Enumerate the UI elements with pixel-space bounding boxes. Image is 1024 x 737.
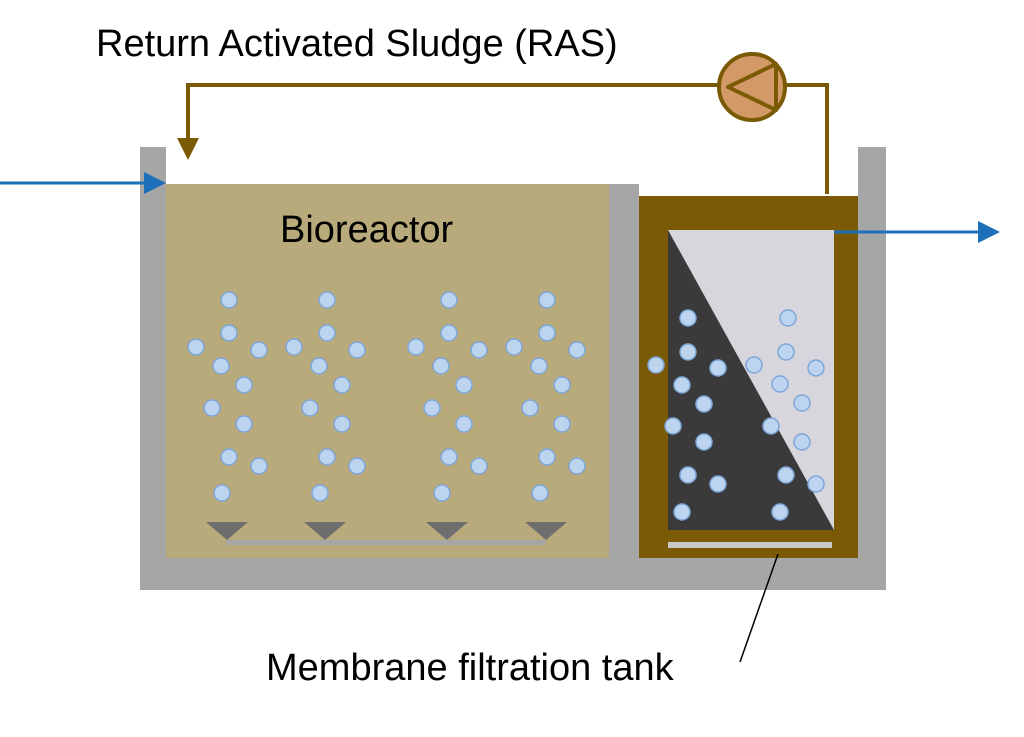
tank-floor [140, 558, 886, 590]
air-bubble [318, 291, 336, 309]
aeration-diffuser-icon [206, 522, 248, 540]
air-bubble [187, 338, 205, 356]
bioreactor-label: Bioreactor [280, 209, 454, 251]
air-bubble [470, 341, 488, 359]
air-bubble [553, 376, 571, 394]
effluent-arrow [834, 221, 1000, 243]
air-bubble [235, 415, 253, 433]
air-bubble [318, 448, 336, 466]
air-bubble [521, 399, 539, 417]
tank-right-wall [858, 147, 886, 590]
air-bubble [679, 466, 697, 484]
air-bubble [793, 394, 811, 412]
air-bubble [455, 415, 473, 433]
air-bubble [407, 338, 425, 356]
air-bubble [333, 415, 351, 433]
membrane-bubbles [647, 309, 825, 521]
membrane-label-leader [739, 553, 779, 663]
air-bubble [212, 357, 230, 375]
air-bubble [679, 343, 697, 361]
air-bubble [531, 484, 549, 502]
air-bubble [771, 375, 789, 393]
membrane-aerator-bar [668, 542, 832, 548]
air-bubble [807, 359, 825, 377]
ras-label: Return Activated Sludge (RAS) [96, 23, 618, 65]
tank-walls [140, 147, 886, 590]
membrane-tank-label: Membrane filtration tank [266, 647, 675, 689]
aeration-system [206, 522, 567, 545]
influent-arrow [0, 172, 166, 194]
air-bubble [311, 484, 329, 502]
air-bubble [348, 457, 366, 475]
air-bubble [220, 324, 238, 342]
air-bubble [664, 417, 682, 435]
air-bubble [455, 376, 473, 394]
air-bubble [333, 376, 351, 394]
air-bubble [568, 341, 586, 359]
air-bubble [771, 503, 789, 521]
air-bubble [807, 475, 825, 493]
air-bubble [745, 356, 763, 374]
air-bubble [568, 457, 586, 475]
air-bubble [695, 395, 713, 413]
tank-left-wall [140, 147, 166, 590]
air-bubble [673, 376, 691, 394]
air-bubble [235, 376, 253, 394]
air-bubble [679, 309, 697, 327]
aeration-diffuser-icon [304, 522, 346, 540]
air-bubble [423, 399, 441, 417]
air-bubble [213, 484, 231, 502]
air-bubble [538, 324, 556, 342]
air-bubble [505, 338, 523, 356]
air-bubble [762, 417, 780, 435]
air-bubble [250, 457, 268, 475]
air-bubble [709, 475, 727, 493]
aeration-diffuser-icon [426, 522, 468, 540]
air-bubble [538, 448, 556, 466]
air-bubble [709, 359, 727, 377]
air-bubble [470, 457, 488, 475]
air-bubble [553, 415, 571, 433]
aeration-header-pipe [226, 540, 546, 545]
air-bubble [673, 503, 691, 521]
air-bubble [538, 291, 556, 309]
air-bubble [285, 338, 303, 356]
ras-arrowhead [177, 138, 199, 160]
tank-partition-wall [609, 184, 639, 560]
air-bubble [432, 357, 450, 375]
air-bubble [440, 291, 458, 309]
air-bubble [647, 356, 665, 374]
pump-icon [717, 52, 787, 122]
air-bubble [433, 484, 451, 502]
air-bubble [695, 433, 713, 451]
air-bubble [203, 399, 221, 417]
air-bubble [779, 309, 797, 327]
aeration-diffuser-icon [525, 522, 567, 540]
air-bubble [348, 341, 366, 359]
membrane-module [668, 230, 834, 530]
air-bubble [440, 324, 458, 342]
air-bubble [530, 357, 548, 375]
ras-recycle-line [177, 83, 829, 194]
air-bubble [310, 357, 328, 375]
air-bubble [777, 343, 795, 361]
air-bubble [777, 466, 795, 484]
air-bubble [220, 448, 238, 466]
air-bubble [250, 341, 268, 359]
bioreactor-bubbles [187, 291, 586, 502]
air-bubble [220, 291, 238, 309]
air-bubble [440, 448, 458, 466]
air-bubble [318, 324, 336, 342]
air-bubble [793, 433, 811, 451]
air-bubble [301, 399, 319, 417]
